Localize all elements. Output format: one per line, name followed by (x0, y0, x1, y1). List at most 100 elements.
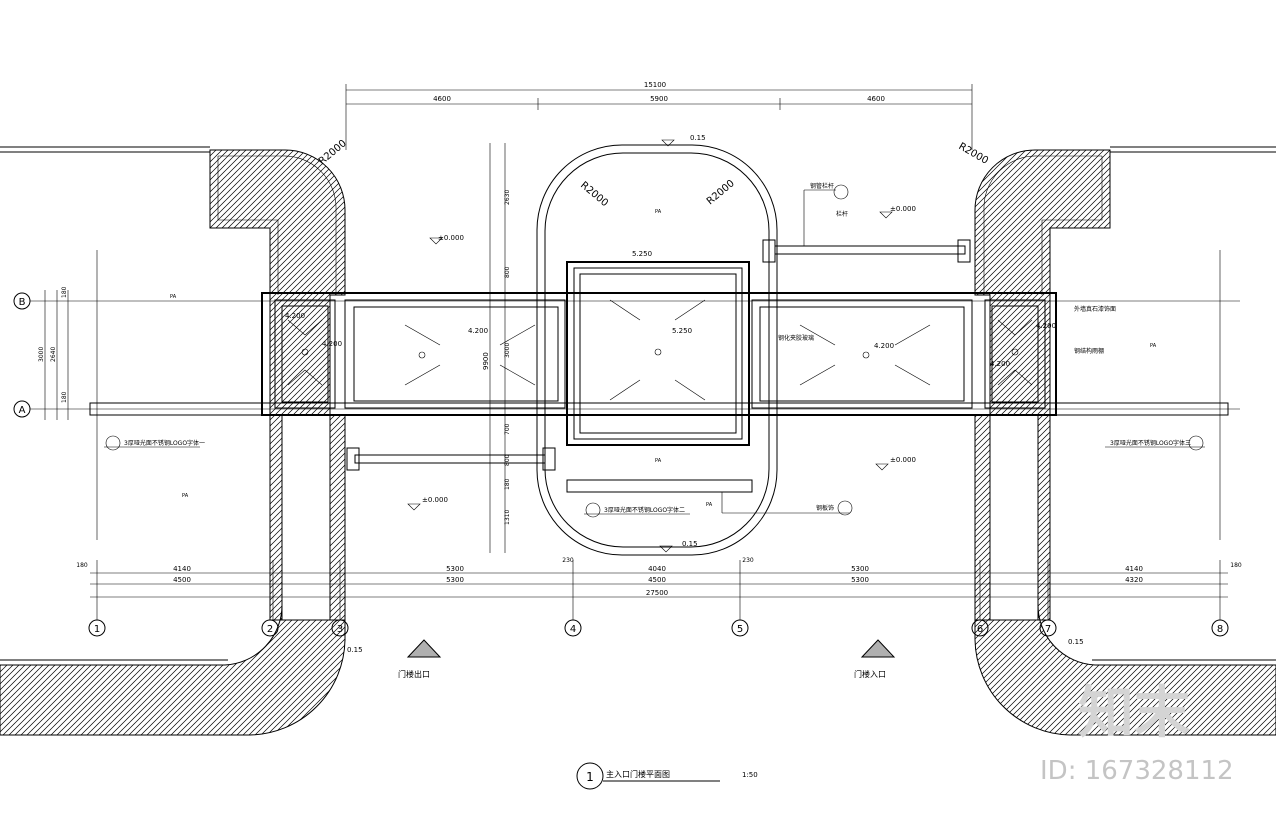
axis-bubble-5: 5 (737, 624, 743, 635)
gate-exit-label: 门楼出口 (398, 669, 430, 679)
dim-top-left: 4600 (433, 95, 451, 103)
title-block: 1 主入口门楼平面图 1:50 (576, 762, 758, 790)
level-plaza-bottom-right: ±0.000 (890, 456, 916, 464)
exit-arrow-icon (406, 639, 442, 658)
level-roof-canopy-right: 4.200 (874, 342, 894, 350)
level-roof-right-small: 4.200 (1036, 322, 1056, 330)
paving-bottom-right (974, 604, 1276, 736)
pa-label-left-bottom: PA (182, 493, 189, 499)
dim-row2-1: 4500 (173, 576, 191, 584)
dim-bottom-overall: 27500 (646, 589, 668, 597)
callout-top: 钢管栏杆 (810, 182, 834, 190)
callout-railing: 栏杆 (836, 210, 848, 218)
dim-top-right: 4600 (867, 95, 885, 103)
paving-bottom-left (0, 604, 346, 736)
dim-center-6: 180 (504, 478, 511, 490)
dim-left-1: 3000 (38, 347, 45, 362)
pa-label-center: PA (655, 209, 662, 215)
level-center-top: 5.250 (632, 250, 652, 258)
callout-bottom: 钢板饰 (816, 504, 834, 512)
level-roof-right-mid: 4.200 (990, 360, 1010, 368)
axis-lines (30, 250, 1240, 620)
dim-row1-2: 5300 (446, 565, 464, 573)
dim-row2-2: 5300 (446, 576, 464, 584)
dim-center-4: 700 (504, 423, 511, 435)
dim-center-1: 2630 (504, 190, 511, 205)
level-slope-corner-left: 0.15 (347, 646, 363, 654)
dim-row1-4: 5300 (851, 565, 869, 573)
watermark-brand: 知末 (1078, 681, 1190, 746)
dim-small-230-b: 230 (742, 557, 754, 564)
level-roof-left-mid: 4.200 (322, 340, 342, 348)
pa-label-bottom-mid: PA (706, 502, 713, 508)
axis-bubble-1: 1 (94, 624, 100, 635)
callout-frame: 外墙真石漆饰面 (1074, 305, 1116, 313)
dim-small-230-a: 230 (562, 557, 574, 564)
dim-row2-3: 4500 (648, 576, 666, 584)
axis-bubble-4: 4 (570, 624, 576, 635)
axis-bubble-6: 6 (977, 624, 983, 635)
axis-bubble-2: 2 (267, 624, 273, 635)
bottom-dimensions: 180 230 230 180 4140 5300 4040 5300 4140… (76, 557, 1242, 598)
dim-top-mid: 5900 (650, 95, 668, 103)
dim-left-2: 2640 (50, 347, 57, 362)
dim-row1-5: 4140 (1125, 565, 1143, 573)
dim-small-180-left: 180 (76, 562, 88, 569)
axis-bubble-3: 3 (337, 624, 343, 635)
callout-glass: 钢化夹胶玻璃 (778, 334, 814, 342)
note-logo-center: 3厚哑光面不锈钢LOGO字体二 (604, 506, 685, 514)
axis-bubbles: B A 1 2 3 4 5 6 7 8 (13, 292, 1229, 637)
level-slope-bottom: 0.15 (682, 540, 698, 548)
dim-center-2: 800 (504, 266, 511, 278)
dim-row2-4: 5300 (851, 576, 869, 584)
radius-label-top-right: R2000 (957, 141, 991, 167)
central-oval (536, 144, 778, 556)
axis-bubble-8: 8 (1217, 624, 1223, 635)
radius-label-oval-right: R2000 (705, 178, 737, 207)
note-logo-right: 3厚哑光面不锈钢LOGO字体三 (1110, 439, 1191, 447)
level-slope-corner-right: 0.15 (1068, 638, 1084, 646)
level-roof-canopy-left: 4.200 (468, 327, 488, 335)
level-plaza-right: ±0.000 (890, 205, 916, 213)
title-scale: 1:50 (742, 771, 758, 779)
level-plaza-left: ±0.000 (438, 234, 464, 242)
title-number: 1 (586, 770, 594, 784)
radius-label-oval-left: R2000 (578, 180, 610, 209)
gate-band (89, 239, 1229, 493)
dim-row1-3: 4040 (648, 565, 666, 573)
pa-label-right-top: PA (1150, 343, 1157, 349)
dim-center-5: 800 (504, 454, 511, 466)
roof-diagonals (287, 299, 1033, 401)
gate-arrows: 门楼出口 门楼入口 (398, 639, 896, 679)
annotations: 钢管栏杆 栏杆 钢化夹胶玻璃 外墙真石漆饰面 钢结构雨棚 钢板饰 3厚哑光面不锈… (104, 182, 1205, 518)
pa-label-left-top: PA (170, 294, 177, 300)
dim-left-3: 180 (61, 286, 68, 298)
gate-entry-label: 门楼入口 (854, 669, 886, 679)
axis-bubble-A: A (19, 405, 26, 416)
dim-small-180-right: 180 (1230, 562, 1242, 569)
dim-left-4: 180 (61, 391, 68, 403)
center-vertical-dimension: 2630 800 3000 700 800 180 1310 9900 (482, 143, 511, 553)
axis-bubble-B: B (19, 297, 26, 308)
dim-center-total: 9900 (482, 352, 490, 370)
watermark-id: ID: 167328112 (1040, 756, 1234, 786)
level-plaza-bottom-left: ±0.000 (422, 496, 448, 504)
level-markers: ±0.000 ±0.000 ±0.000 ±0.000 4.200 4.200 … (285, 134, 1084, 654)
note-logo-left: 3厚哑光面不锈钢LOGO字体一 (124, 439, 205, 447)
entry-arrow-icon (860, 639, 896, 658)
left-vertical-dimension: 3000 2640 180 180 (38, 286, 69, 420)
axis-bubble-7: 7 (1045, 624, 1051, 635)
top-dimension-chain: 15100 4600 5900 4600 (345, 81, 973, 150)
dim-overall-top: 15100 (644, 81, 666, 89)
dim-center-7: 1310 (504, 510, 511, 525)
paving-right (974, 149, 1111, 621)
paving-left (209, 149, 346, 621)
level-slope-top: 0.15 (690, 134, 706, 142)
dim-center-3: 3000 (504, 343, 511, 358)
dim-row1-1: 4140 (173, 565, 191, 573)
pa-label-center-bottom: PA (655, 458, 662, 464)
level-roof-center: 5.250 (672, 327, 692, 335)
level-roof-left-small: 4.200 (285, 312, 305, 320)
